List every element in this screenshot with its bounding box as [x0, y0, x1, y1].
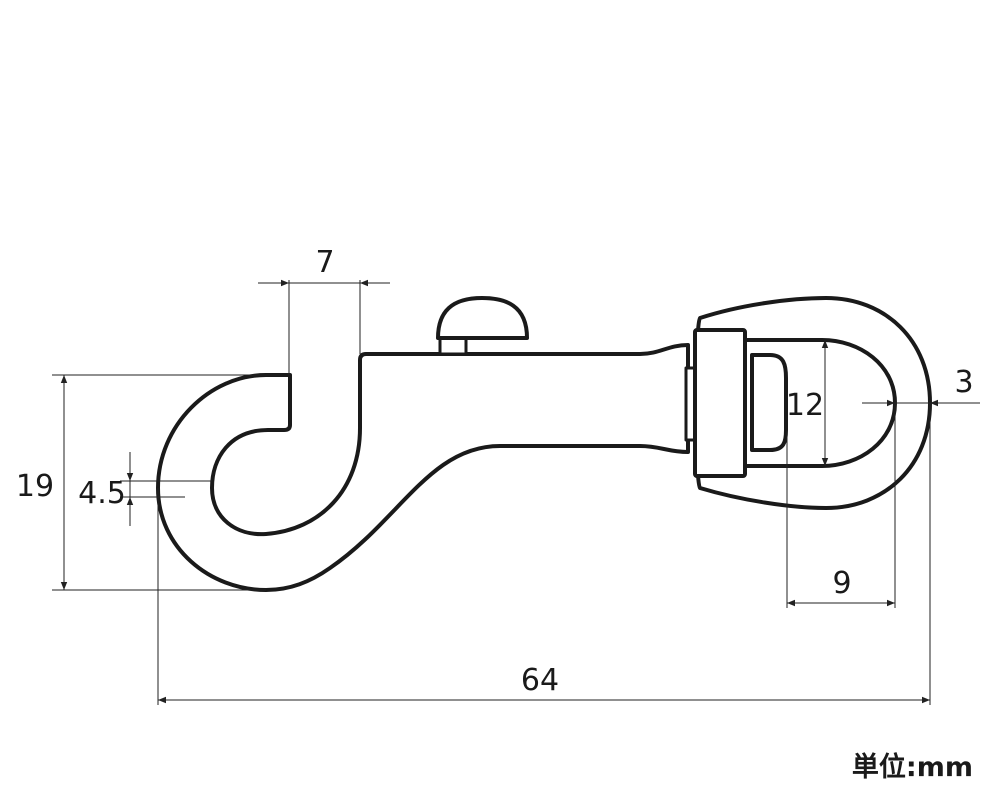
lever-cap [436, 296, 529, 340]
dim-label-eye-inner-width: 9 [832, 566, 851, 601]
swivel-collar [693, 328, 747, 478]
dimensions [52, 279, 980, 705]
dim-label-eye-thickness: 3 [954, 365, 973, 400]
lever-button [436, 296, 529, 356]
dim-label-overall-length: 64 [521, 663, 559, 698]
dimension-labels: 7 19 4.5 64 12 9 3 [16, 245, 974, 698]
hook-body [156, 343, 690, 592]
dim-label-eye-inner-height: 12 [786, 388, 824, 423]
snap-hook [156, 296, 932, 592]
unit-label: 単位:mm [852, 751, 973, 783]
dim-label-hook-opening: 4.5 [78, 476, 126, 511]
dim-label-height: 19 [16, 469, 54, 504]
swivel-rivet [750, 353, 788, 452]
dim-label-top-gap: 7 [315, 245, 334, 280]
